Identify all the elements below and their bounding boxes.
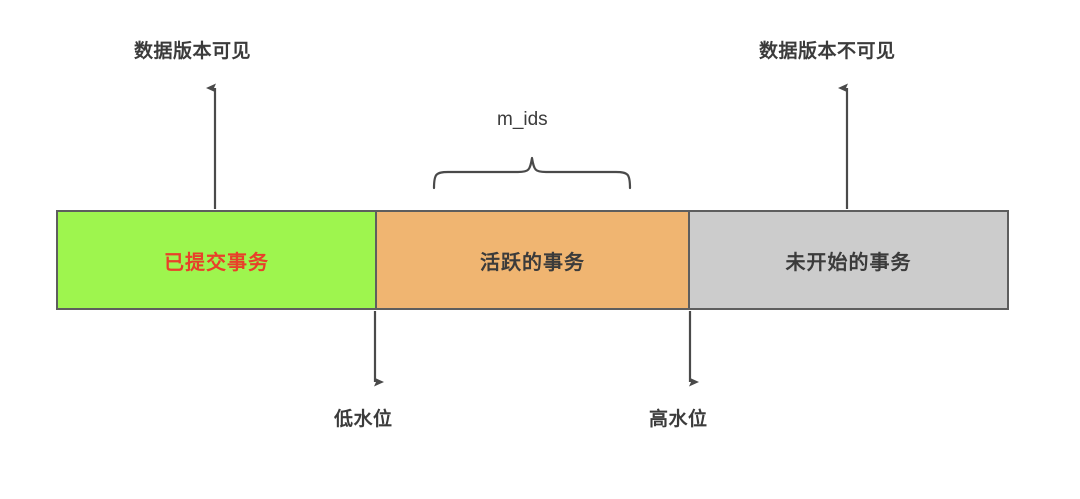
label-high-water-mark: 高水位 — [649, 409, 708, 430]
label-low-water-mark: 低水位 — [334, 409, 393, 430]
segment-not-started-transactions: 未开始的事务 — [690, 212, 1007, 308]
segment-active-transactions: 活跃的事务 — [375, 212, 690, 308]
brace-m-ids — [432, 156, 632, 190]
segment-committed-label: 已提交事务 — [164, 251, 269, 274]
label-m-ids: m_ids — [497, 109, 548, 130]
segment-active-label: 活跃的事务 — [480, 251, 585, 274]
segment-not-started-label: 未开始的事务 — [785, 251, 912, 274]
label-data-version-visible: 数据版本可见 — [134, 41, 252, 62]
label-data-version-invisible: 数据版本不可见 — [759, 41, 896, 62]
segment-committed-transactions: 已提交事务 — [58, 212, 375, 308]
transaction-id-bar: 已提交事务 活跃的事务 未开始的事务 — [56, 210, 1009, 310]
